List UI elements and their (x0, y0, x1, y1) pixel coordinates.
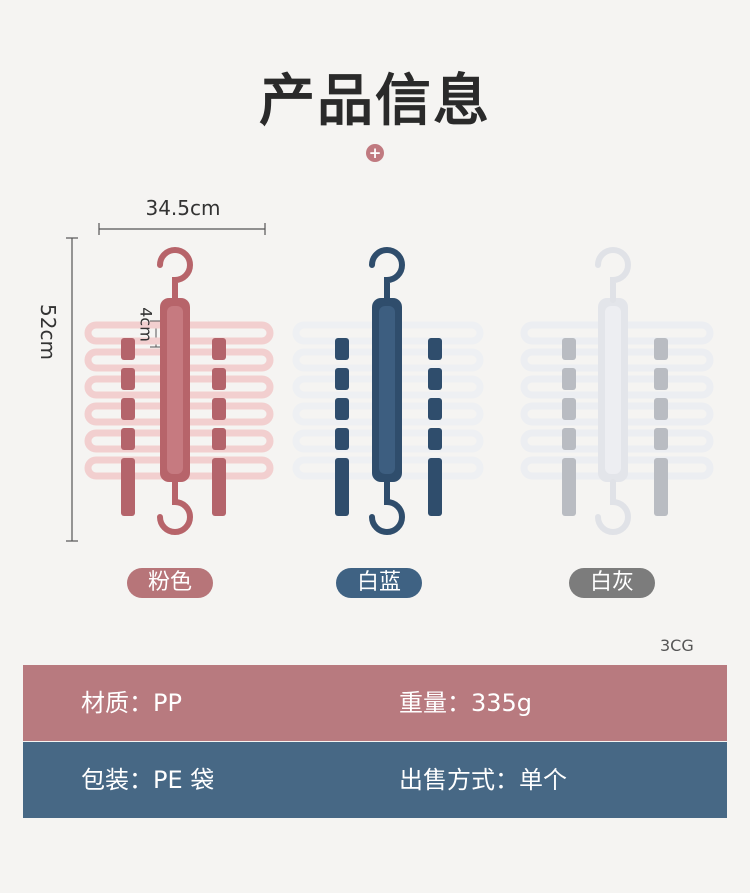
plus-icon: + (366, 144, 384, 162)
spacing-label: 4cm (136, 307, 156, 342)
blue-hanger (292, 247, 484, 535)
spec-band-blue: 包装：PE 袋 出售方式：单个 (23, 742, 727, 818)
spec-band-pink: 材质：PP 重量：335g (23, 665, 727, 741)
material-spec: 材质：PP (81, 689, 182, 717)
pink-hanger (84, 247, 274, 535)
packaging-spec: 包装：PE 袋 (81, 766, 215, 794)
height-dimension-line (66, 237, 78, 542)
height-label: 52cm (36, 304, 60, 360)
weight-spec: 重量：335g (399, 689, 533, 717)
width-label: 34.5cm (145, 196, 221, 220)
page-title: 产品信息 (259, 69, 491, 134)
sale-method-spec: 出售方式：单个 (399, 766, 567, 794)
color-option-gray: 白灰 (569, 568, 655, 598)
product-code: 3CG (660, 636, 694, 655)
color-option-pink: 粉色 (127, 568, 213, 598)
color-option-blue: 白蓝 (336, 568, 422, 598)
width-dimension-line (98, 223, 266, 235)
gray-hanger (520, 247, 714, 535)
